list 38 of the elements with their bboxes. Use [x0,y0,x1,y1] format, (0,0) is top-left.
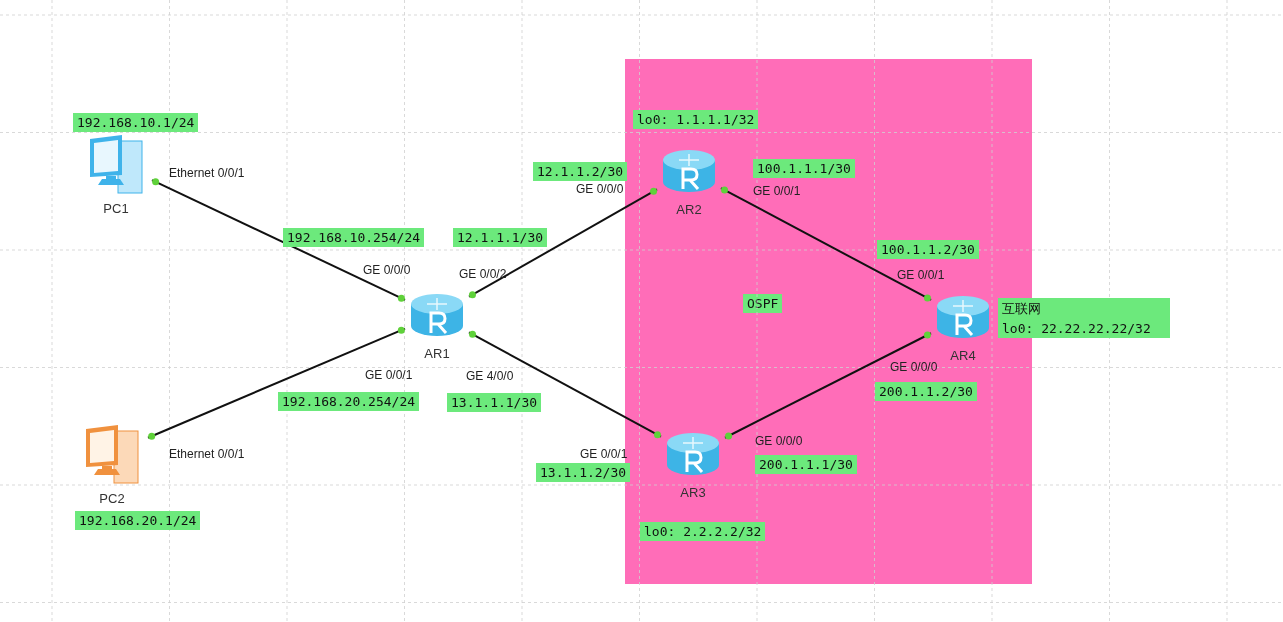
address-label: 13.1.1.2/30 [536,463,631,482]
port-label: GE 0/0/1 [365,368,413,382]
link-line [724,332,932,439]
port-label: GE 4/0/0 [466,369,514,383]
address-label: 12.1.1.1/30 [453,228,548,247]
device-name: PC1 [102,201,130,216]
address-label: 192.168.20.254/24 [278,392,420,411]
address-label: lo0: 1.1.1.1/32 [633,110,759,129]
device-name: AR2 [675,202,703,217]
device-name: AR1 [423,346,451,361]
port-label: Ethernet 0/0/1 [169,166,245,180]
device-name: PC2 [98,491,126,506]
port-label: GE 0/0/0 [755,434,803,448]
address-label: lo0: 2.2.2.2/32 [640,522,766,541]
area-label: OSPF [743,294,783,313]
link-line [720,187,932,301]
port-label: GE 0/0/1 [753,184,801,198]
address-label: 100.1.1.2/30 [877,240,979,259]
address-label: lo0: 22.22.22.22/32 [998,319,1170,338]
address-label: 192.168.10.1/24 [73,113,199,132]
address-label: 100.1.1.1/30 [753,159,855,178]
address-label: 互联网 [998,298,1170,320]
port-label: GE 0/0/2 [459,267,507,281]
port-label: GE 0/0/0 [890,360,938,374]
port-label: GE 0/0/0 [576,182,624,196]
link-line [151,179,406,301]
address-label: 192.168.20.1/24 [75,511,201,530]
device-name: AR3 [679,485,707,500]
link-line [468,188,658,298]
port-label: Ethernet 0/0/1 [169,447,245,461]
address-label: 200.1.1.2/30 [875,382,977,401]
address-label: 12.1.1.2/30 [533,162,628,181]
port-label: GE 0/0/1 [897,268,945,282]
address-label: 200.1.1.1/30 [755,455,857,474]
address-label: 192.168.10.254/24 [283,228,425,247]
device-name: AR4 [949,348,977,363]
address-label: 13.1.1.1/30 [447,393,542,412]
port-label: GE 0/0/0 [363,263,411,277]
